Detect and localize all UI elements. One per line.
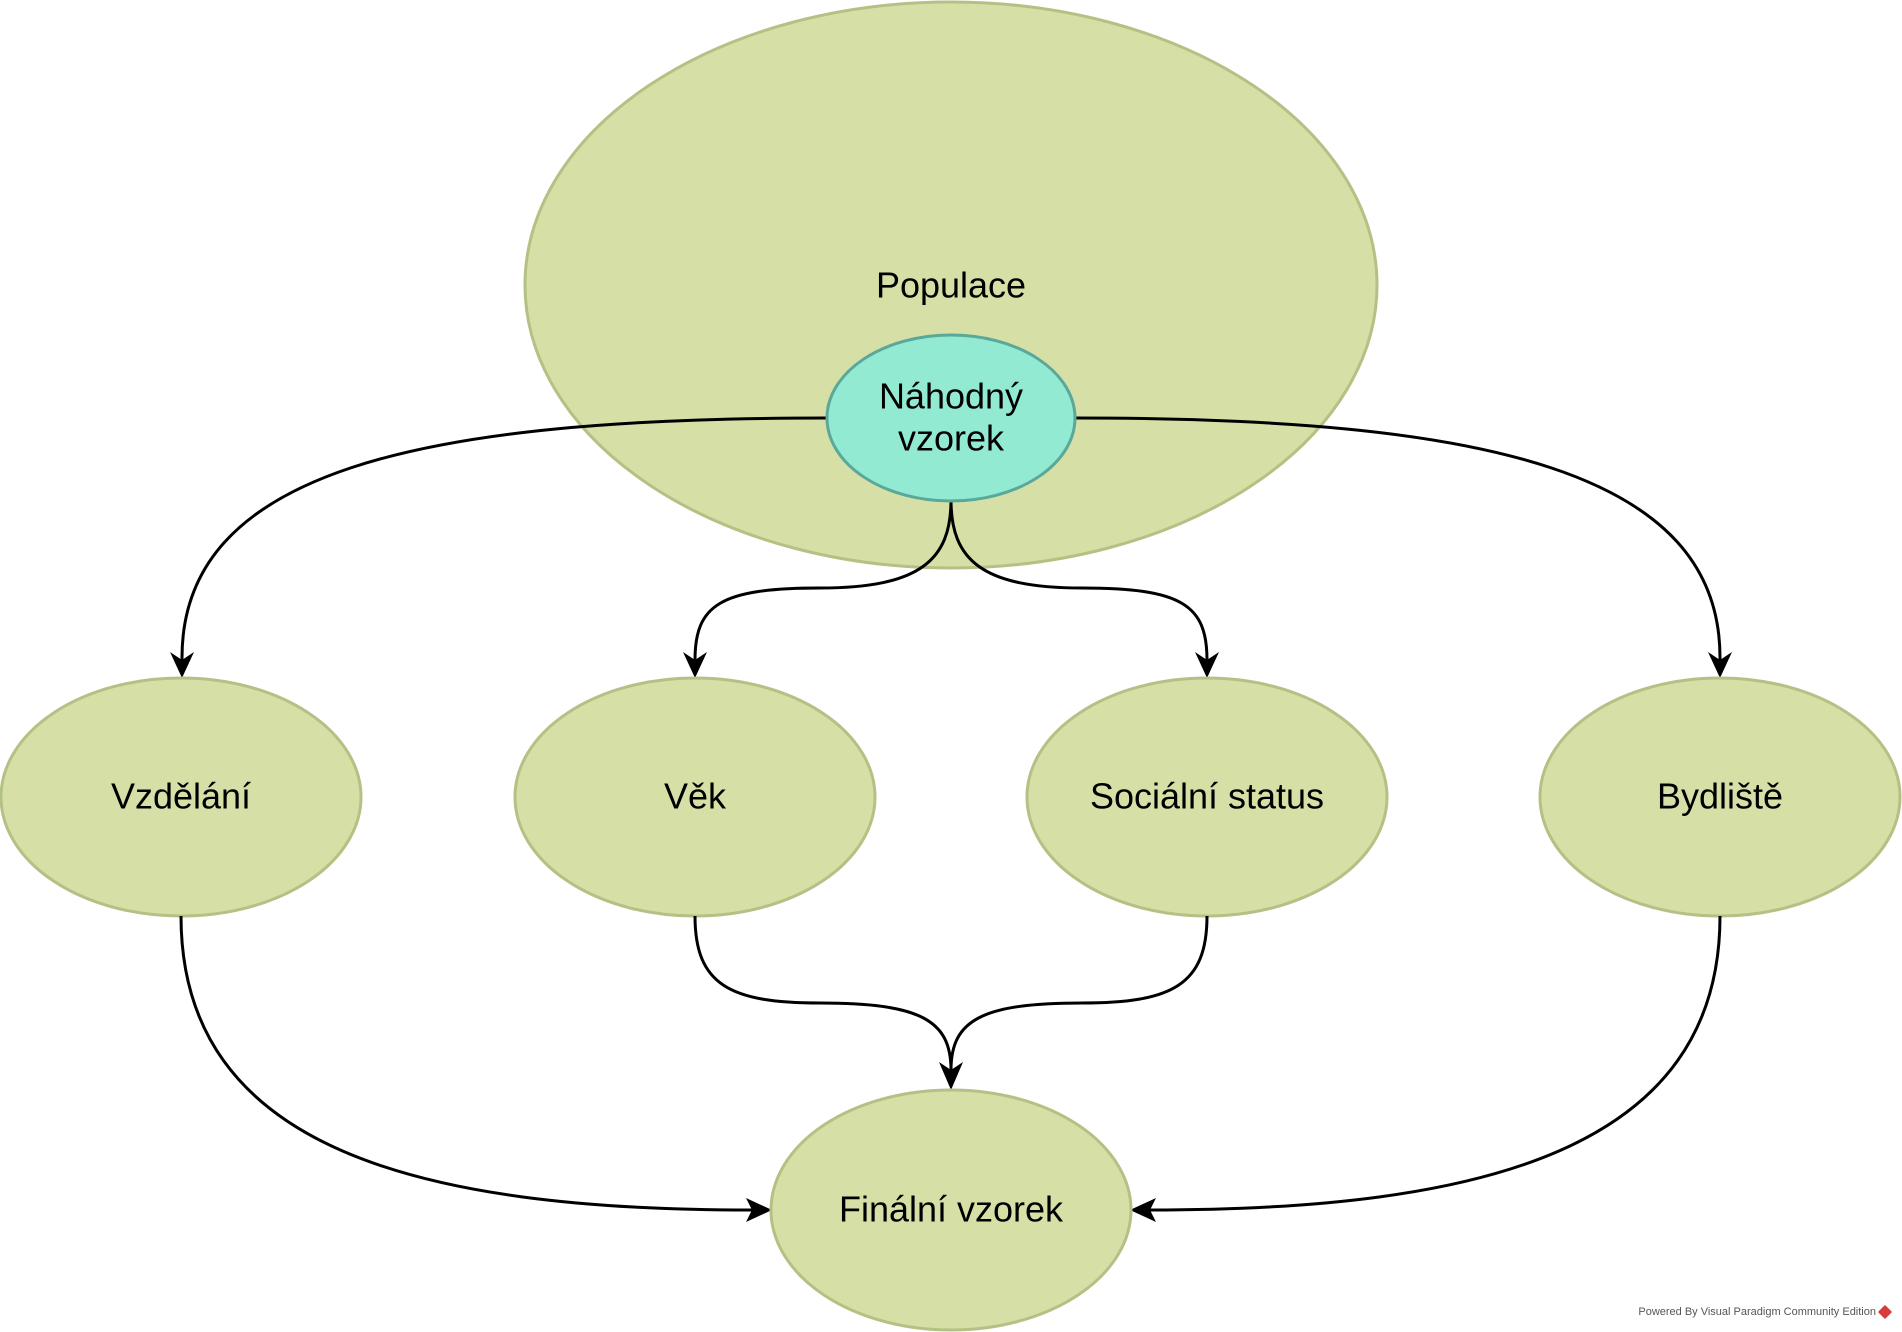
population-ellipse [523, 0, 1379, 570]
node-random-sample[interactable]: Náhodný vzorek [825, 333, 1077, 503]
edges-from-sample [170, 416, 1732, 678]
final-sample-ellipse [769, 1088, 1133, 1332]
arrowhead-social-status [1195, 652, 1219, 678]
random-sample-ellipse [825, 333, 1077, 503]
edge-sample-to-education [180, 416, 828, 661]
random-sample-label-line2: vzorek [898, 418, 1005, 459]
edges-to-final [179, 915, 1722, 1222]
residence-label: Bydliště [1657, 776, 1783, 817]
node-social-status[interactable]: Sociální status [1025, 676, 1389, 918]
arrowhead-age [683, 652, 707, 678]
arrowhead-residence [1708, 652, 1732, 678]
node-education[interactable]: Vzdělání [0, 676, 363, 918]
edge-sample-to-residence [1074, 416, 1722, 661]
watermark: Powered By Visual Paradigm Community Edi… [1638, 1304, 1893, 1320]
visual-paradigm-logo-icon [1877, 1304, 1893, 1320]
edge-education-to-final [179, 915, 753, 1212]
arrowhead-final-right [1130, 1198, 1156, 1222]
edge-sample-to-age [693, 499, 953, 661]
arrowhead-final-top [939, 1062, 963, 1090]
edge-sample-to-social-status [949, 499, 1209, 661]
population-label: Populace [876, 265, 1026, 306]
social-status-label: Sociální status [1090, 776, 1324, 817]
age-label: Věk [664, 776, 727, 817]
watermark-text: Powered By Visual Paradigm Community Edi… [1638, 1306, 1876, 1318]
edge-residence-to-final [1149, 915, 1722, 1212]
node-residence[interactable]: Bydliště [1538, 676, 1902, 918]
random-sample-label-line1: Náhodný [879, 376, 1023, 417]
node-final-sample[interactable]: Finální vzorek [769, 1088, 1133, 1332]
edge-age-to-final [693, 915, 953, 1071]
node-population[interactable]: Populace [523, 0, 1379, 570]
node-age[interactable]: Věk [513, 676, 877, 918]
arrowhead-final-left [746, 1198, 772, 1222]
arrowhead-education [170, 652, 194, 678]
education-label: Vzdělání [111, 776, 251, 817]
final-sample-label: Finální vzorek [839, 1189, 1064, 1230]
edge-social-status-to-final [949, 915, 1209, 1071]
